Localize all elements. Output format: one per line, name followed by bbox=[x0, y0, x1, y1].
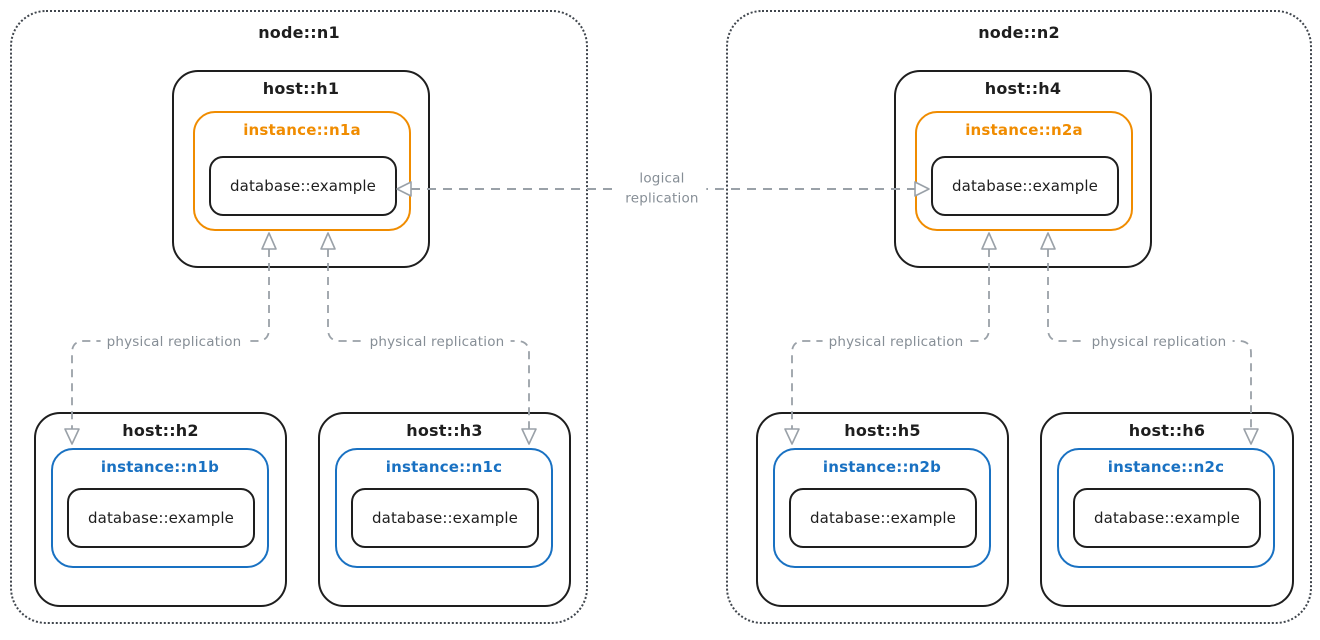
database-h1-title: database::example bbox=[230, 177, 376, 195]
database-h4-title: database::example bbox=[952, 177, 1098, 195]
host-h3-box: host::h3 instance::n1c database::example bbox=[318, 412, 571, 607]
node-n2-title: node::n2 bbox=[978, 23, 1060, 42]
host-h3-title: host::h3 bbox=[406, 421, 483, 440]
logical-replication-label-line2: replication bbox=[625, 190, 699, 206]
instance-n2a-title: instance::n2a bbox=[965, 121, 1083, 139]
database-h2-box: database::example bbox=[67, 488, 255, 548]
instance-n2c-box: instance::n2c database::example bbox=[1057, 448, 1275, 568]
database-h4-box: database::example bbox=[931, 156, 1119, 216]
database-h3-box: database::example bbox=[351, 488, 539, 548]
instance-n2c-title: instance::n2c bbox=[1107, 458, 1225, 476]
host-h6-box: host::h6 instance::n2c database::example bbox=[1040, 412, 1294, 607]
database-h6-box: database::example bbox=[1073, 488, 1261, 548]
logical-replication-label: logical replication bbox=[617, 167, 707, 211]
instance-n2b-title: instance::n2b bbox=[822, 458, 942, 476]
host-h4-box: host::h4 instance::n2a database::example bbox=[894, 70, 1152, 268]
host-h1-box: host::h1 instance::n1a database::example bbox=[172, 70, 430, 268]
instance-n1b-box: instance::n1b database::example bbox=[51, 448, 269, 568]
database-h6-title: database::example bbox=[1094, 509, 1240, 527]
host-h5-title: host::h5 bbox=[844, 421, 921, 440]
host-h2-box: host::h2 instance::n1b database::example bbox=[34, 412, 287, 607]
physical-replication-label-3: physical replication bbox=[822, 333, 970, 351]
instance-n1a-title: instance::n1a bbox=[243, 121, 361, 139]
database-h3-title: database::example bbox=[372, 509, 518, 527]
instance-n1b-title: instance::n1b bbox=[100, 458, 220, 476]
logical-replication-label-line1: logical bbox=[639, 170, 685, 187]
host-h4-title: host::h4 bbox=[984, 79, 1062, 98]
host-h6-title: host::h6 bbox=[1128, 421, 1206, 440]
database-h1-box: database::example bbox=[209, 156, 397, 216]
database-h5-box: database::example bbox=[789, 488, 977, 548]
host-h1-title: host::h1 bbox=[262, 79, 340, 98]
instance-n2b-box: instance::n2b database::example bbox=[773, 448, 991, 568]
node-n1-title: node::n1 bbox=[258, 23, 340, 42]
host-h5-box: host::h5 instance::n2b database::example bbox=[756, 412, 1009, 607]
host-h2-title: host::h2 bbox=[122, 421, 199, 440]
database-h5-title: database::example bbox=[810, 509, 956, 527]
physical-replication-label-4: physical replication bbox=[1085, 333, 1233, 351]
node-n1-box: node::n1 bbox=[10, 10, 588, 624]
instance-n1c-title: instance::n1c bbox=[385, 458, 503, 476]
physical-replication-label-2: physical replication bbox=[363, 333, 511, 351]
physical-replication-label-1: physical replication bbox=[100, 333, 248, 351]
instance-n1c-box: instance::n1c database::example bbox=[335, 448, 553, 568]
node-n2-box: node::n2 bbox=[726, 10, 1312, 624]
database-h2-title: database::example bbox=[88, 509, 234, 527]
instance-n1a-box: instance::n1a database::example bbox=[193, 111, 411, 231]
instance-n2a-box: instance::n2a database::example bbox=[915, 111, 1133, 231]
